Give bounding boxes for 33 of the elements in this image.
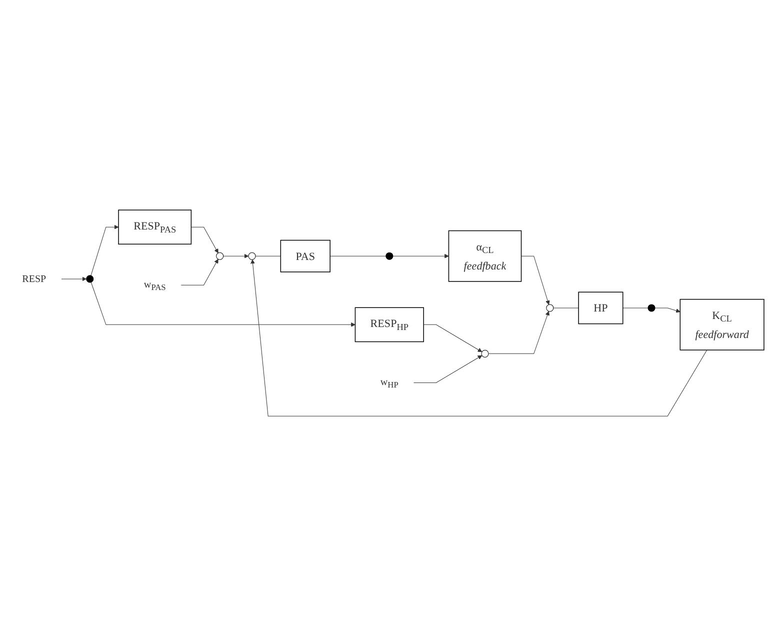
node-box: RESP$_{PAS}$	[118, 210, 192, 245]
arrow	[90, 225, 119, 276]
arrow	[90, 282, 356, 328]
connector	[553, 308, 579, 309]
node-circle	[248, 252, 256, 260]
arrow	[413, 356, 482, 384]
node-circle	[86, 276, 94, 284]
arrow	[190, 227, 218, 254]
node-box: α$_{CL}$ feedfback	[448, 230, 522, 282]
arrow	[60, 277, 87, 282]
arrow	[250, 260, 708, 417]
node-text: w$_{PAS}$	[144, 279, 166, 292]
arrow	[488, 312, 550, 354]
arrow	[223, 254, 249, 259]
arrow	[423, 324, 482, 352]
connector	[622, 308, 648, 309]
node-box: K$_{CL}$ feedforward	[680, 299, 764, 351]
arrow	[521, 256, 550, 306]
node-circle	[216, 252, 224, 260]
node-circle	[546, 304, 554, 312]
arrow	[654, 308, 680, 314]
arrow	[180, 259, 218, 286]
node-circle	[386, 252, 394, 260]
connector	[255, 256, 281, 257]
arrow	[392, 254, 449, 259]
node-box: RESP$_{HP}$	[354, 308, 424, 343]
node-text: RESP	[22, 274, 46, 285]
node-circle	[481, 350, 489, 358]
connector	[330, 256, 386, 257]
node-circle	[648, 304, 656, 312]
node-box: PAS	[280, 240, 330, 273]
node-box: HP	[578, 292, 624, 325]
node-text: w$_{HP}$	[380, 376, 398, 390]
